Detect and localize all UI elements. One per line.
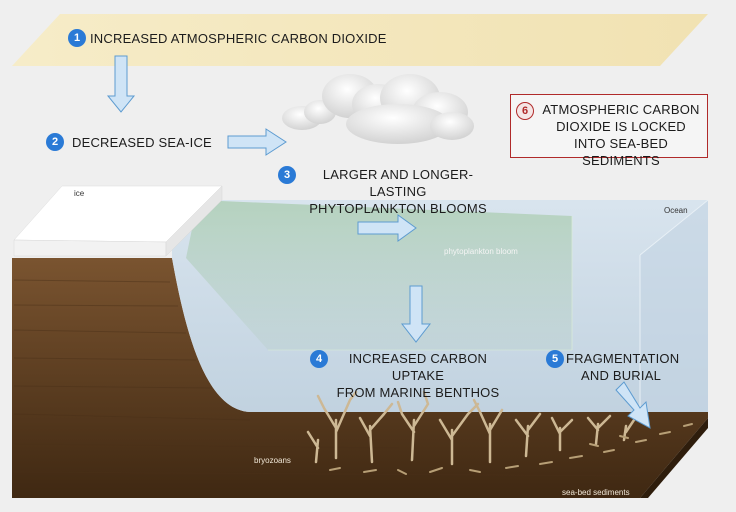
arrow-to-burial: [615, 381, 651, 429]
step-6-box: [510, 94, 708, 158]
bryozoans-label: bryozoans: [254, 456, 291, 465]
step-6-text: ATMOSPHERIC CARBON DIOXIDE IS LOCKED INT…: [538, 101, 704, 169]
co2-banner: [12, 14, 708, 66]
clouds: [282, 74, 474, 144]
step-5-badge: 5: [546, 350, 564, 368]
step-5-line-1: FRAGMENTATION: [566, 351, 680, 366]
arrow-bloom-to-benthos: [400, 285, 432, 343]
bryozoan-fragments: [329, 423, 693, 475]
arrow-step2-to-step3: [227, 128, 287, 156]
ice-shelf: [13, 185, 223, 257]
step-4-line-1: INCREASED CARBON UPTAKE: [348, 351, 488, 383]
step-3-line-2: PHYTOPLANKTON BLOOMS: [309, 201, 487, 216]
arrow-into-bloom: [357, 214, 417, 242]
step-5-line-2: AND BURIAL: [580, 368, 662, 383]
bryozoans-colony: [306, 390, 636, 466]
step-1-badge: 1: [68, 29, 86, 47]
step-3-line-1: LARGER AND LONGER-LASTING: [322, 167, 474, 199]
step-2-badge: 2: [46, 133, 64, 151]
step-1-text: INCREASED ATMOSPHERIC CARBON DIOXIDE: [90, 31, 387, 46]
step-4-text: INCREASED CARBON UPTAKE FROM MARINE BENT…: [330, 350, 506, 401]
ice-label: ice: [74, 189, 85, 198]
phytoplankton-bloom-label: phytoplankton bloom: [444, 247, 518, 256]
step-6-line-1: ATMOSPHERIC CARBON: [542, 102, 700, 117]
step-2-text: DECREASED SEA-ICE: [72, 135, 212, 150]
step-6-line-2: DIOXIDE IS LOCKED: [556, 119, 686, 134]
sea-bed-sediments-label: sea-bed sediments: [562, 488, 630, 497]
ocean-label: Ocean: [664, 206, 688, 215]
step-3-badge: 3: [278, 166, 296, 184]
step-6-line-3: INTO SEA-BED SEDIMENTS: [574, 136, 668, 168]
step-6-badge: 6: [516, 102, 534, 120]
step-3-text: LARGER AND LONGER-LASTING PHYTOPLANKTON …: [298, 166, 498, 217]
step-4-line-2: FROM MARINE BENTHOS: [336, 385, 500, 400]
step-5-text: FRAGMENTATION AND BURIAL: [566, 350, 680, 384]
arrow-step1-to-step2: [106, 55, 136, 113]
step-4-badge: 4: [310, 350, 328, 368]
